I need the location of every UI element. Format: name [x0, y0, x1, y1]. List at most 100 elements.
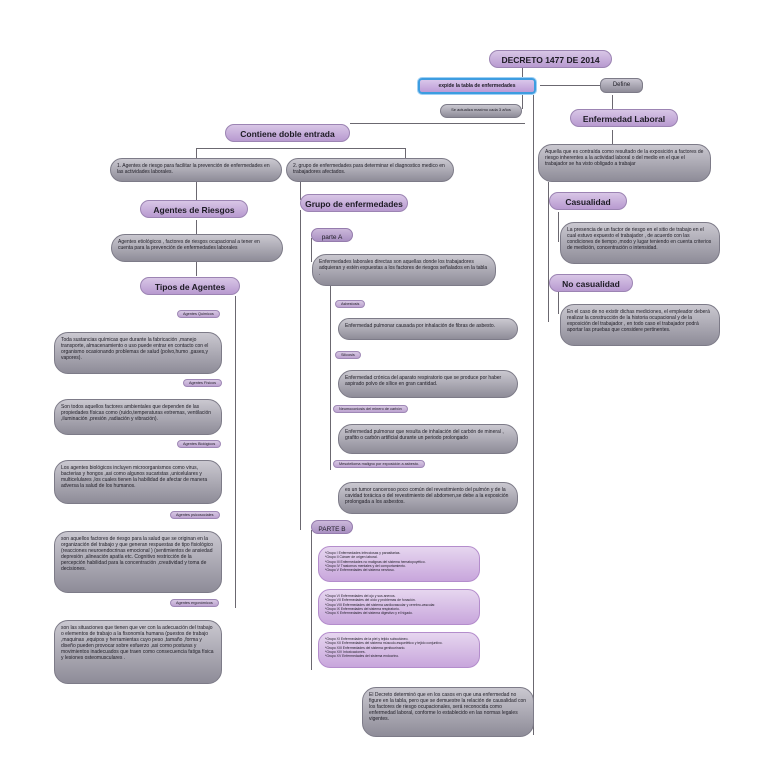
group-box[interactable]: *Grupo I Enfermedades infecciosas y para…	[318, 546, 480, 582]
group-line: *Grupo VII Enfermedades del oído y probl…	[325, 598, 416, 603]
enf-laboral-desc-text: Aquella que es contraída como resultado …	[545, 149, 704, 167]
parte-b-text: PARTE B	[318, 526, 346, 533]
agent-label-text: Agentes psicosociales	[176, 513, 214, 517]
connector	[300, 210, 301, 530]
group-line: *Grupo XIV Intoxicaciones.	[325, 649, 366, 654]
agent-desc-text: Toda sustancias químicas que durante la …	[61, 337, 209, 361]
no-casualidad-text: No casualidad	[562, 279, 620, 289]
grupo-enf-node[interactable]: Grupo de enfermedades	[300, 194, 408, 212]
group-box[interactable]: *Grupo XI Enfermedades de la piel y teji…	[318, 632, 480, 668]
connector	[612, 95, 613, 111]
group-line: *Grupo XV Enfermedades del sistema endoc…	[325, 654, 400, 658]
contiene-node[interactable]: Contiene doble entrada	[225, 124, 350, 142]
agentes-desc-text: Agentes etiológicos , factores de riesgo…	[118, 239, 260, 251]
casualidad-node[interactable]: Casualidad	[549, 192, 627, 210]
group-line: *Grupo X Enfermedades del sistema digest…	[325, 611, 413, 615]
connector	[533, 95, 534, 735]
agent-label-quimicos[interactable]: Agentes Quimicos	[177, 310, 220, 318]
connector	[196, 220, 197, 234]
disease-label[interactable]: Neumoconiosis del minero de carbón	[333, 405, 408, 413]
actualiza-text: Se actualiza maximo cada 3 años	[451, 107, 511, 112]
group-line: *Grupo XIII Enfermedades del sistema gen…	[325, 645, 406, 650]
group-line: *Grupo III Enfermedades no malignas del …	[325, 559, 426, 564]
group-box[interactable]: *Grupo VI Enfermedades del ojo y sus ane…	[318, 589, 480, 625]
entrada1-text: 1. Agentes de riesgo para facilitar la p…	[117, 163, 270, 175]
define-text: Define	[612, 82, 631, 88]
disease-desc-text: Enfermedad pulmonar causada por inhalaci…	[345, 323, 496, 329]
tipos-agentes-text: Tipos de Agentes	[154, 282, 226, 292]
agent-desc-quimicos[interactable]: Toda sustancias químicas que durante la …	[54, 332, 222, 374]
agent-label-fisicos[interactable]: Agentes Físicos	[183, 379, 223, 387]
disease-label-text: Silicosis	[341, 353, 355, 357]
parte-a-desc-text: Enfermedades laborales directas son aque…	[319, 259, 488, 277]
define-node[interactable]: Define	[600, 78, 643, 93]
disease-label[interactable]: Mesotelioma maligno por exposición a asb…	[333, 460, 425, 468]
entrada2-node[interactable]: 2. grupo de enfermedades para determinar…	[286, 158, 454, 182]
enf-laboral-text: Enfermedad Laboral	[582, 114, 666, 124]
disease-desc[interactable]: Enfermedad crónica del aparato respirato…	[338, 370, 518, 398]
connector	[405, 148, 406, 160]
connector	[330, 284, 331, 470]
title-node[interactable]: DECRETO 1477 DE 2014	[489, 50, 612, 68]
parte-a-text: parte A	[321, 234, 343, 241]
enf-laboral-desc-node[interactable]: Aquella que es contraída como resultado …	[538, 144, 711, 182]
agent-label-psicosociales[interactable]: Agentes psicosociales	[170, 511, 220, 519]
no-casualidad-desc-text: En el caso de no existir dichas medicion…	[567, 309, 710, 333]
disease-desc[interactable]: es un tumor canceroso poco común del rev…	[338, 482, 518, 514]
no-casualidad-desc-node[interactable]: En el caso de no existir dichas medicion…	[560, 304, 720, 346]
connector	[300, 182, 301, 200]
connector	[540, 85, 600, 86]
enf-laboral-node[interactable]: Enfermedad Laboral	[570, 109, 678, 127]
expide-node[interactable]: expide la tabla de enfermedades	[418, 78, 536, 94]
decreto-final-text: El Decreto determinó que en los casos en…	[369, 692, 527, 722]
group-line: *Grupo IX Enfermedades del sistema respi…	[325, 606, 400, 611]
group-line: *Grupo XI Enfermedades de la piel y teji…	[325, 637, 409, 641]
disease-label[interactable]: Silicosis	[335, 351, 361, 359]
group-line: *Grupo XII Enfermedades del sistema músc…	[325, 641, 443, 646]
disease-label[interactable]: Asbestosis	[335, 300, 366, 308]
actualiza-node[interactable]: Se actualiza maximo cada 3 años	[440, 104, 522, 118]
casualidad-desc-node[interactable]: La presencia de un factor de riesgo en e…	[560, 222, 720, 264]
parte-a-desc-node[interactable]: Enfermedades laborales directas son aque…	[312, 254, 496, 286]
agentes-riesgo-node[interactable]: Agentes de Riesgos	[140, 200, 248, 218]
connector	[196, 148, 197, 160]
no-casualidad-node[interactable]: No casualidad	[549, 274, 633, 292]
entrada2-text: 2. grupo de enfermedades para determinar…	[293, 163, 445, 175]
parte-a-node[interactable]: parte A	[311, 228, 353, 242]
group-line: *Grupo I Enfermedades infecciosas y para…	[325, 551, 401, 555]
disease-desc-text: es un tumor canceroso poco común del rev…	[345, 487, 509, 505]
group-line: *Grupo IV Trastornos mentales y del comp…	[325, 563, 406, 568]
decreto-final-node[interactable]: El Decreto determinó que en los casos en…	[362, 687, 534, 737]
agent-desc-text: Los agentes biológicos incluyen microorg…	[61, 465, 208, 489]
group-line: *Grupo V Enfermedades del sistema nervio…	[325, 568, 395, 572]
entrada1-node[interactable]: 1. Agentes de riesgo para facilitar la p…	[110, 158, 282, 182]
group-line: *Grupo VI Enfermedades del ojo y sus ane…	[325, 594, 396, 598]
disease-desc-text: Enfermedad crónica del aparato respirato…	[345, 375, 502, 387]
connector	[196, 148, 406, 149]
connector	[350, 123, 525, 124]
agent-desc-psicosociales[interactable]: son aquellos factores de riesgo para la …	[54, 531, 222, 593]
disease-desc[interactable]: Enfermedad pulmonar causada por inhalaci…	[338, 318, 518, 340]
connector	[558, 212, 559, 242]
tipos-agentes-node[interactable]: Tipos de Agentes	[140, 277, 240, 295]
contiene-text: Contiene doble entrada	[240, 129, 335, 139]
title-text: DECRETO 1477 DE 2014	[501, 55, 600, 65]
agent-desc-text: son aquellos factores de riesgo para la …	[61, 536, 214, 572]
agent-label-biologicos[interactable]: Agentes Biológicos	[177, 440, 222, 448]
disease-desc[interactable]: Enfermedad pulmonar que resulta de inhal…	[338, 424, 518, 454]
agent-label-text: Agentes ergonómicos	[176, 601, 213, 605]
agentes-desc-node[interactable]: Agentes etiológicos , factores de riesgo…	[111, 234, 283, 262]
connector	[235, 296, 236, 608]
agent-desc-fisicos[interactable]: Son todos aquellos factores ambientales …	[54, 399, 222, 435]
disease-label-text: Mesotelioma maligno por exposición a asb…	[339, 462, 419, 466]
agent-desc-biologicos[interactable]: Los agentes biológicos incluyen microorg…	[54, 460, 222, 504]
agent-label-ergonomicos[interactable]: Agentes ergonómicos	[170, 599, 219, 607]
agent-desc-text: son las situaciones que tienen que ver c…	[61, 625, 214, 661]
connector	[522, 95, 523, 109]
group-line: *Grupo VIII Enfermedades del sistema car…	[325, 602, 436, 607]
connector	[196, 182, 197, 200]
agent-desc-ergonomicos[interactable]: son las situaciones que tienen que ver c…	[54, 620, 222, 684]
parte-b-node[interactable]: PARTE B	[311, 520, 353, 534]
agent-label-text: Agentes Físicos	[189, 381, 217, 385]
